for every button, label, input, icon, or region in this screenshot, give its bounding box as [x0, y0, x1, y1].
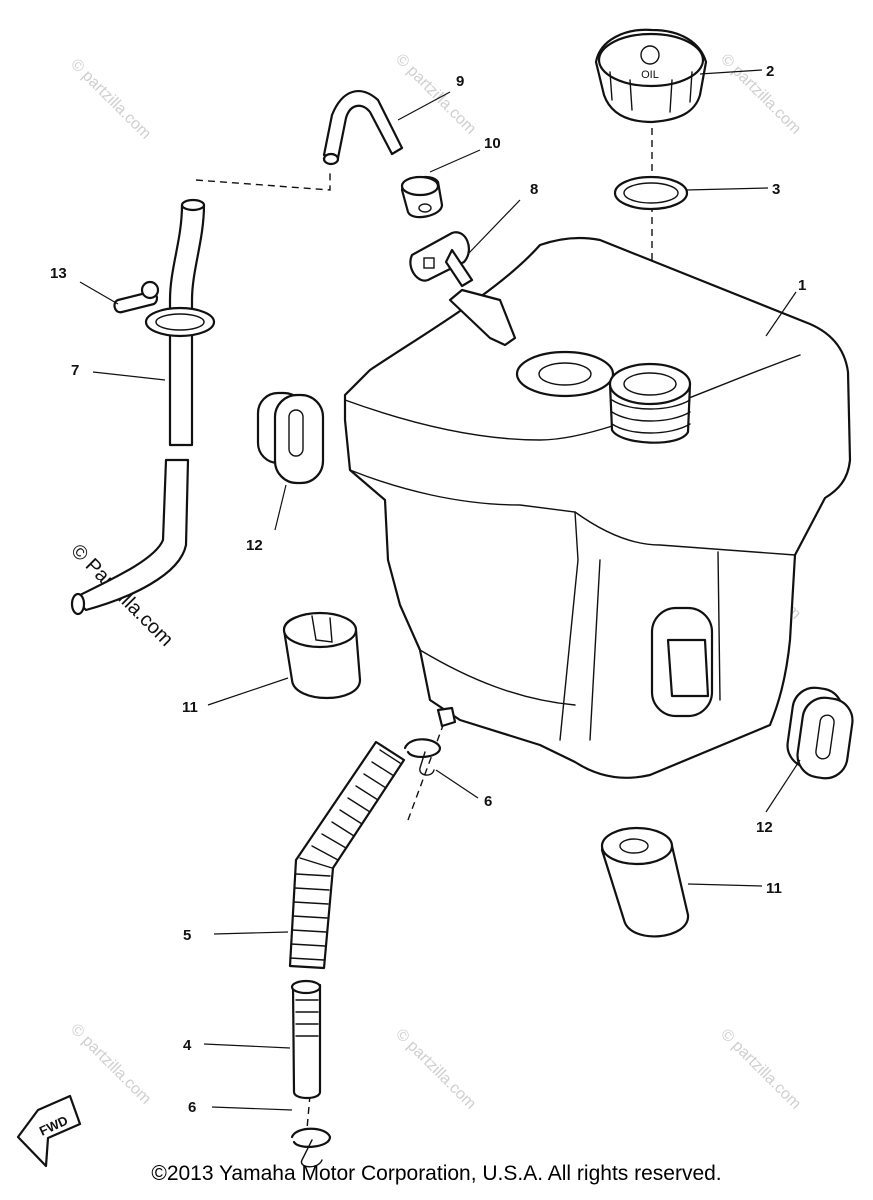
elbow-fitting: [409, 231, 474, 288]
callout-labels: 1 2 3 4 5 6 6 7 8 9 10 11 11 12 12 13: [50, 63, 806, 1116]
callout-3: 3: [772, 181, 780, 198]
corrugated-fuel-hose: [288, 740, 406, 970]
callout-2: 2: [766, 63, 774, 80]
callout-12b: 12: [756, 819, 773, 836]
callout-9: 9: [456, 73, 464, 90]
callout-11a: 11: [182, 699, 198, 716]
grommet-right: [786, 686, 854, 780]
filler-cap: OIL: [594, 28, 708, 124]
hose-clip-lower: [290, 1127, 332, 1168]
callout-10: 10: [484, 135, 501, 152]
leader-lines: [79, 69, 801, 1111]
grommet-left: [256, 391, 325, 485]
hose-collar: [400, 175, 444, 219]
copyright-notice: ©2013 Yamaha Motor Corporation, U.S.A. A…: [151, 1162, 722, 1185]
callout-5: 5: [183, 927, 191, 944]
vent-hose: [322, 90, 404, 166]
hose-clip-upper: [403, 738, 442, 776]
watermark-text: © partzilla.com: [392, 51, 479, 138]
damper-left: [282, 611, 362, 699]
lower-hose: [290, 979, 322, 1100]
fuel-tank: [343, 236, 852, 779]
watermark-text: © partzilla.com: [67, 1021, 154, 1108]
watermark-text: © partzilla.com: [392, 1026, 479, 1113]
pipe-clamp: [113, 280, 216, 338]
callout-13: 13: [50, 265, 67, 282]
watermark-text: © partzilla.com: [717, 1026, 804, 1113]
watermark-text: © partzilla.com: [717, 51, 804, 138]
callout-6b: 6: [188, 1099, 196, 1116]
callout-6a: 6: [484, 793, 492, 810]
damper-right: [600, 826, 690, 938]
callout-4: 4: [183, 1037, 192, 1054]
forward-arrow: FWD: [16, 1094, 82, 1168]
callout-8: 8: [530, 181, 538, 198]
callout-12a: 12: [246, 537, 263, 554]
cap-marking: OIL: [641, 69, 659, 81]
callout-7: 7: [71, 362, 79, 379]
cap-gasket: [613, 175, 689, 211]
watermark-text: © partzilla.com: [67, 56, 154, 143]
callout-11b: 11: [766, 880, 782, 897]
callout-1: 1: [798, 277, 806, 294]
